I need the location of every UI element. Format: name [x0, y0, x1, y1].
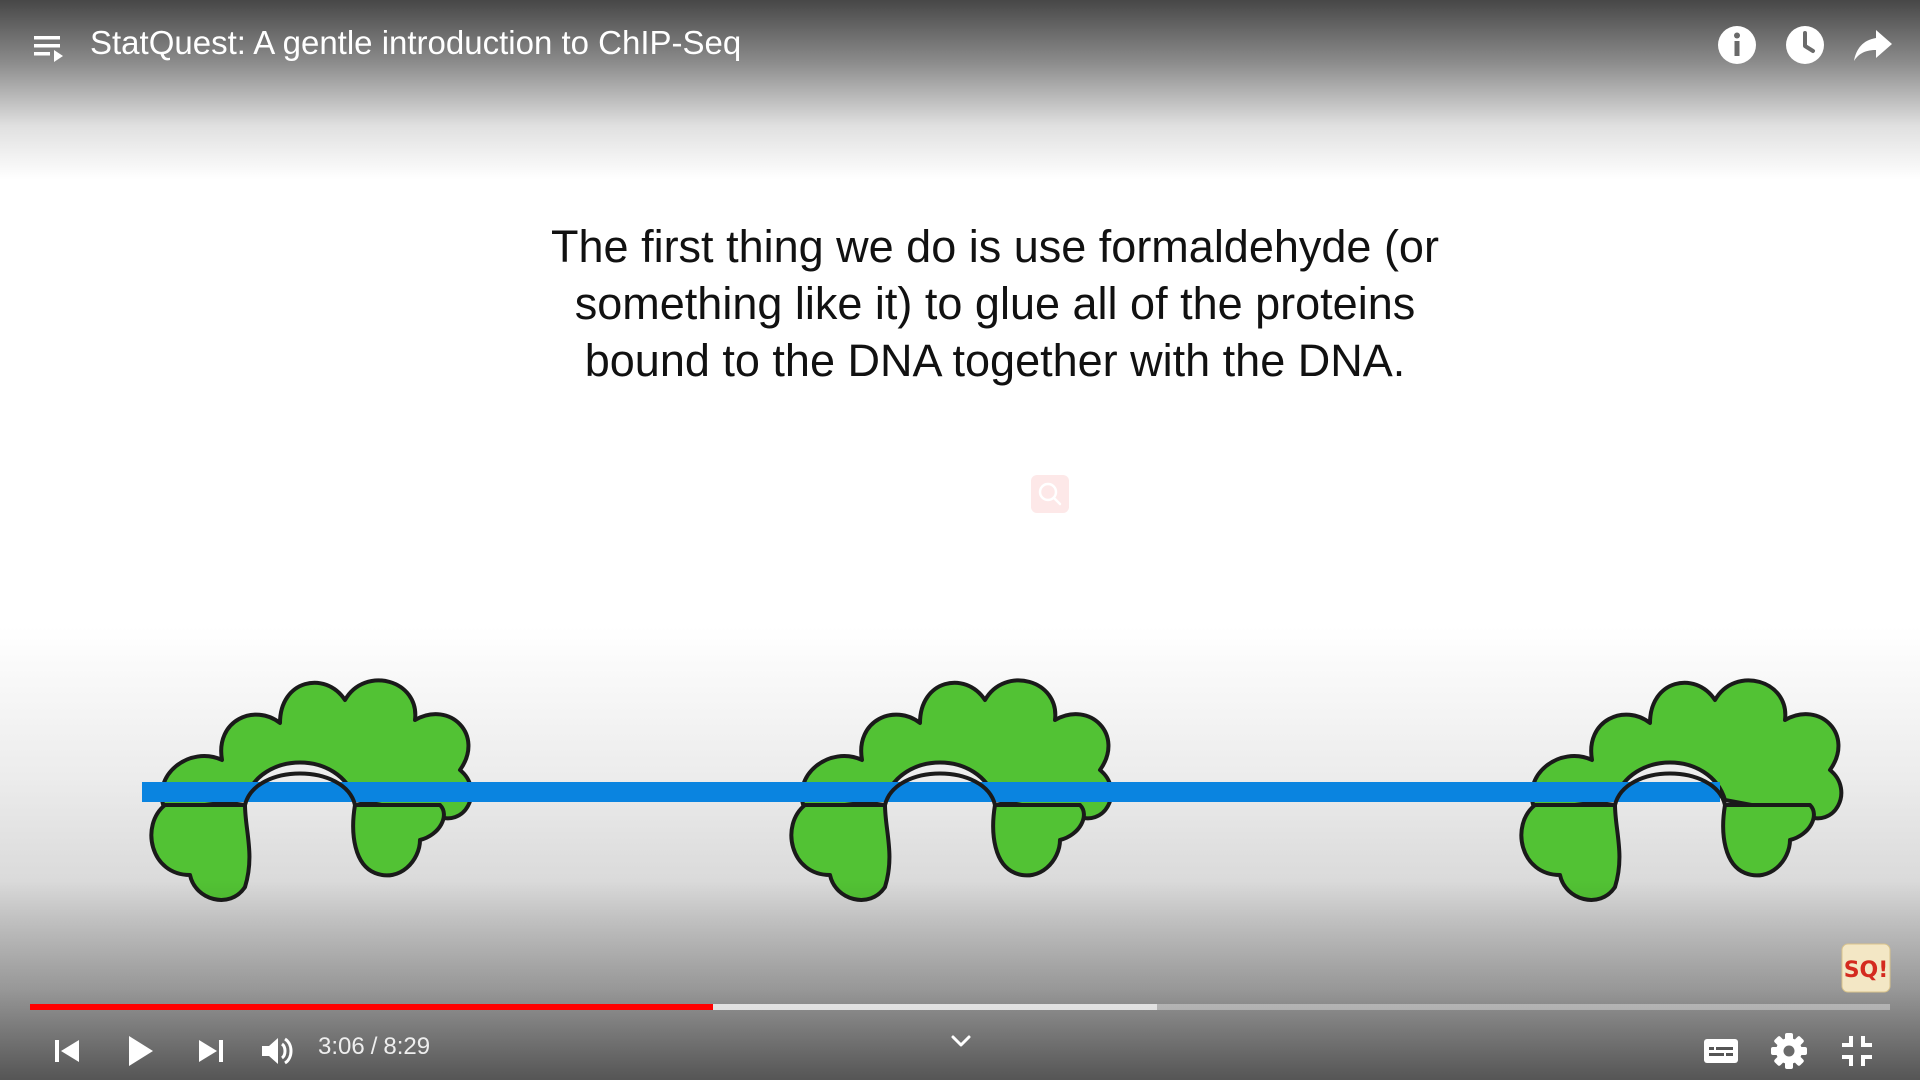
skip-previous-icon [55, 1040, 79, 1062]
dna-strand [142, 782, 1720, 802]
magnifier-icon [1038, 482, 1062, 506]
duration: 8:29 [383, 1033, 431, 1060]
bottom-gradient [0, 880, 1920, 1080]
subtitles-button[interactable] [1700, 1030, 1742, 1072]
playlist-icon [34, 36, 63, 62]
svg-text:SQ!: SQ! [1844, 958, 1889, 983]
settings-button[interactable] [1768, 1030, 1810, 1072]
expand-button[interactable] [948, 1030, 974, 1052]
statquest-logo-icon: SQ! [1841, 943, 1891, 993]
play-button[interactable] [118, 1030, 160, 1072]
current-time: 3:06 [318, 1033, 365, 1060]
watch-later-button[interactable] [1784, 24, 1826, 66]
skip-next-icon [199, 1040, 223, 1062]
time-display: 3:06/8:29 [318, 1033, 430, 1061]
chip-seq-diagram [142, 678, 1844, 902]
exit-fullscreen-icon [1842, 1036, 1872, 1066]
subtitles-icon [1704, 1039, 1738, 1063]
progress-bar[interactable] [30, 1004, 1890, 1010]
info-icon [1718, 26, 1756, 64]
playlist-button[interactable] [30, 28, 70, 68]
play-icon [129, 1036, 153, 1066]
exit-fullscreen-button[interactable] [1836, 1030, 1878, 1072]
settings-gear-icon [1771, 1033, 1807, 1069]
control-bar [0, 1020, 1920, 1080]
channel-logo[interactable]: SQ! [1840, 942, 1892, 994]
progress-played [30, 1004, 713, 1010]
share-arrow-icon [1854, 30, 1892, 61]
share-button[interactable] [1852, 24, 1894, 66]
volume-icon [262, 1037, 293, 1065]
info-button[interactable] [1716, 24, 1758, 66]
top-gradient [0, 0, 1920, 180]
previous-button[interactable] [46, 1030, 88, 1072]
lens-search-button[interactable] [1031, 475, 1069, 513]
next-button[interactable] [190, 1030, 232, 1072]
time-separator: / [370, 1033, 378, 1060]
watch-later-clock-icon [1786, 26, 1824, 64]
chevron-down-icon [951, 1035, 971, 1047]
mute-button[interactable] [256, 1030, 298, 1072]
title-bar: StatQuest: A gentle introduction to ChIP… [0, 0, 1920, 90]
slide-caption: The first thing we do is use formaldehyd… [551, 221, 1439, 386]
video-title[interactable]: StatQuest: A gentle introduction to ChIP… [90, 24, 742, 61]
